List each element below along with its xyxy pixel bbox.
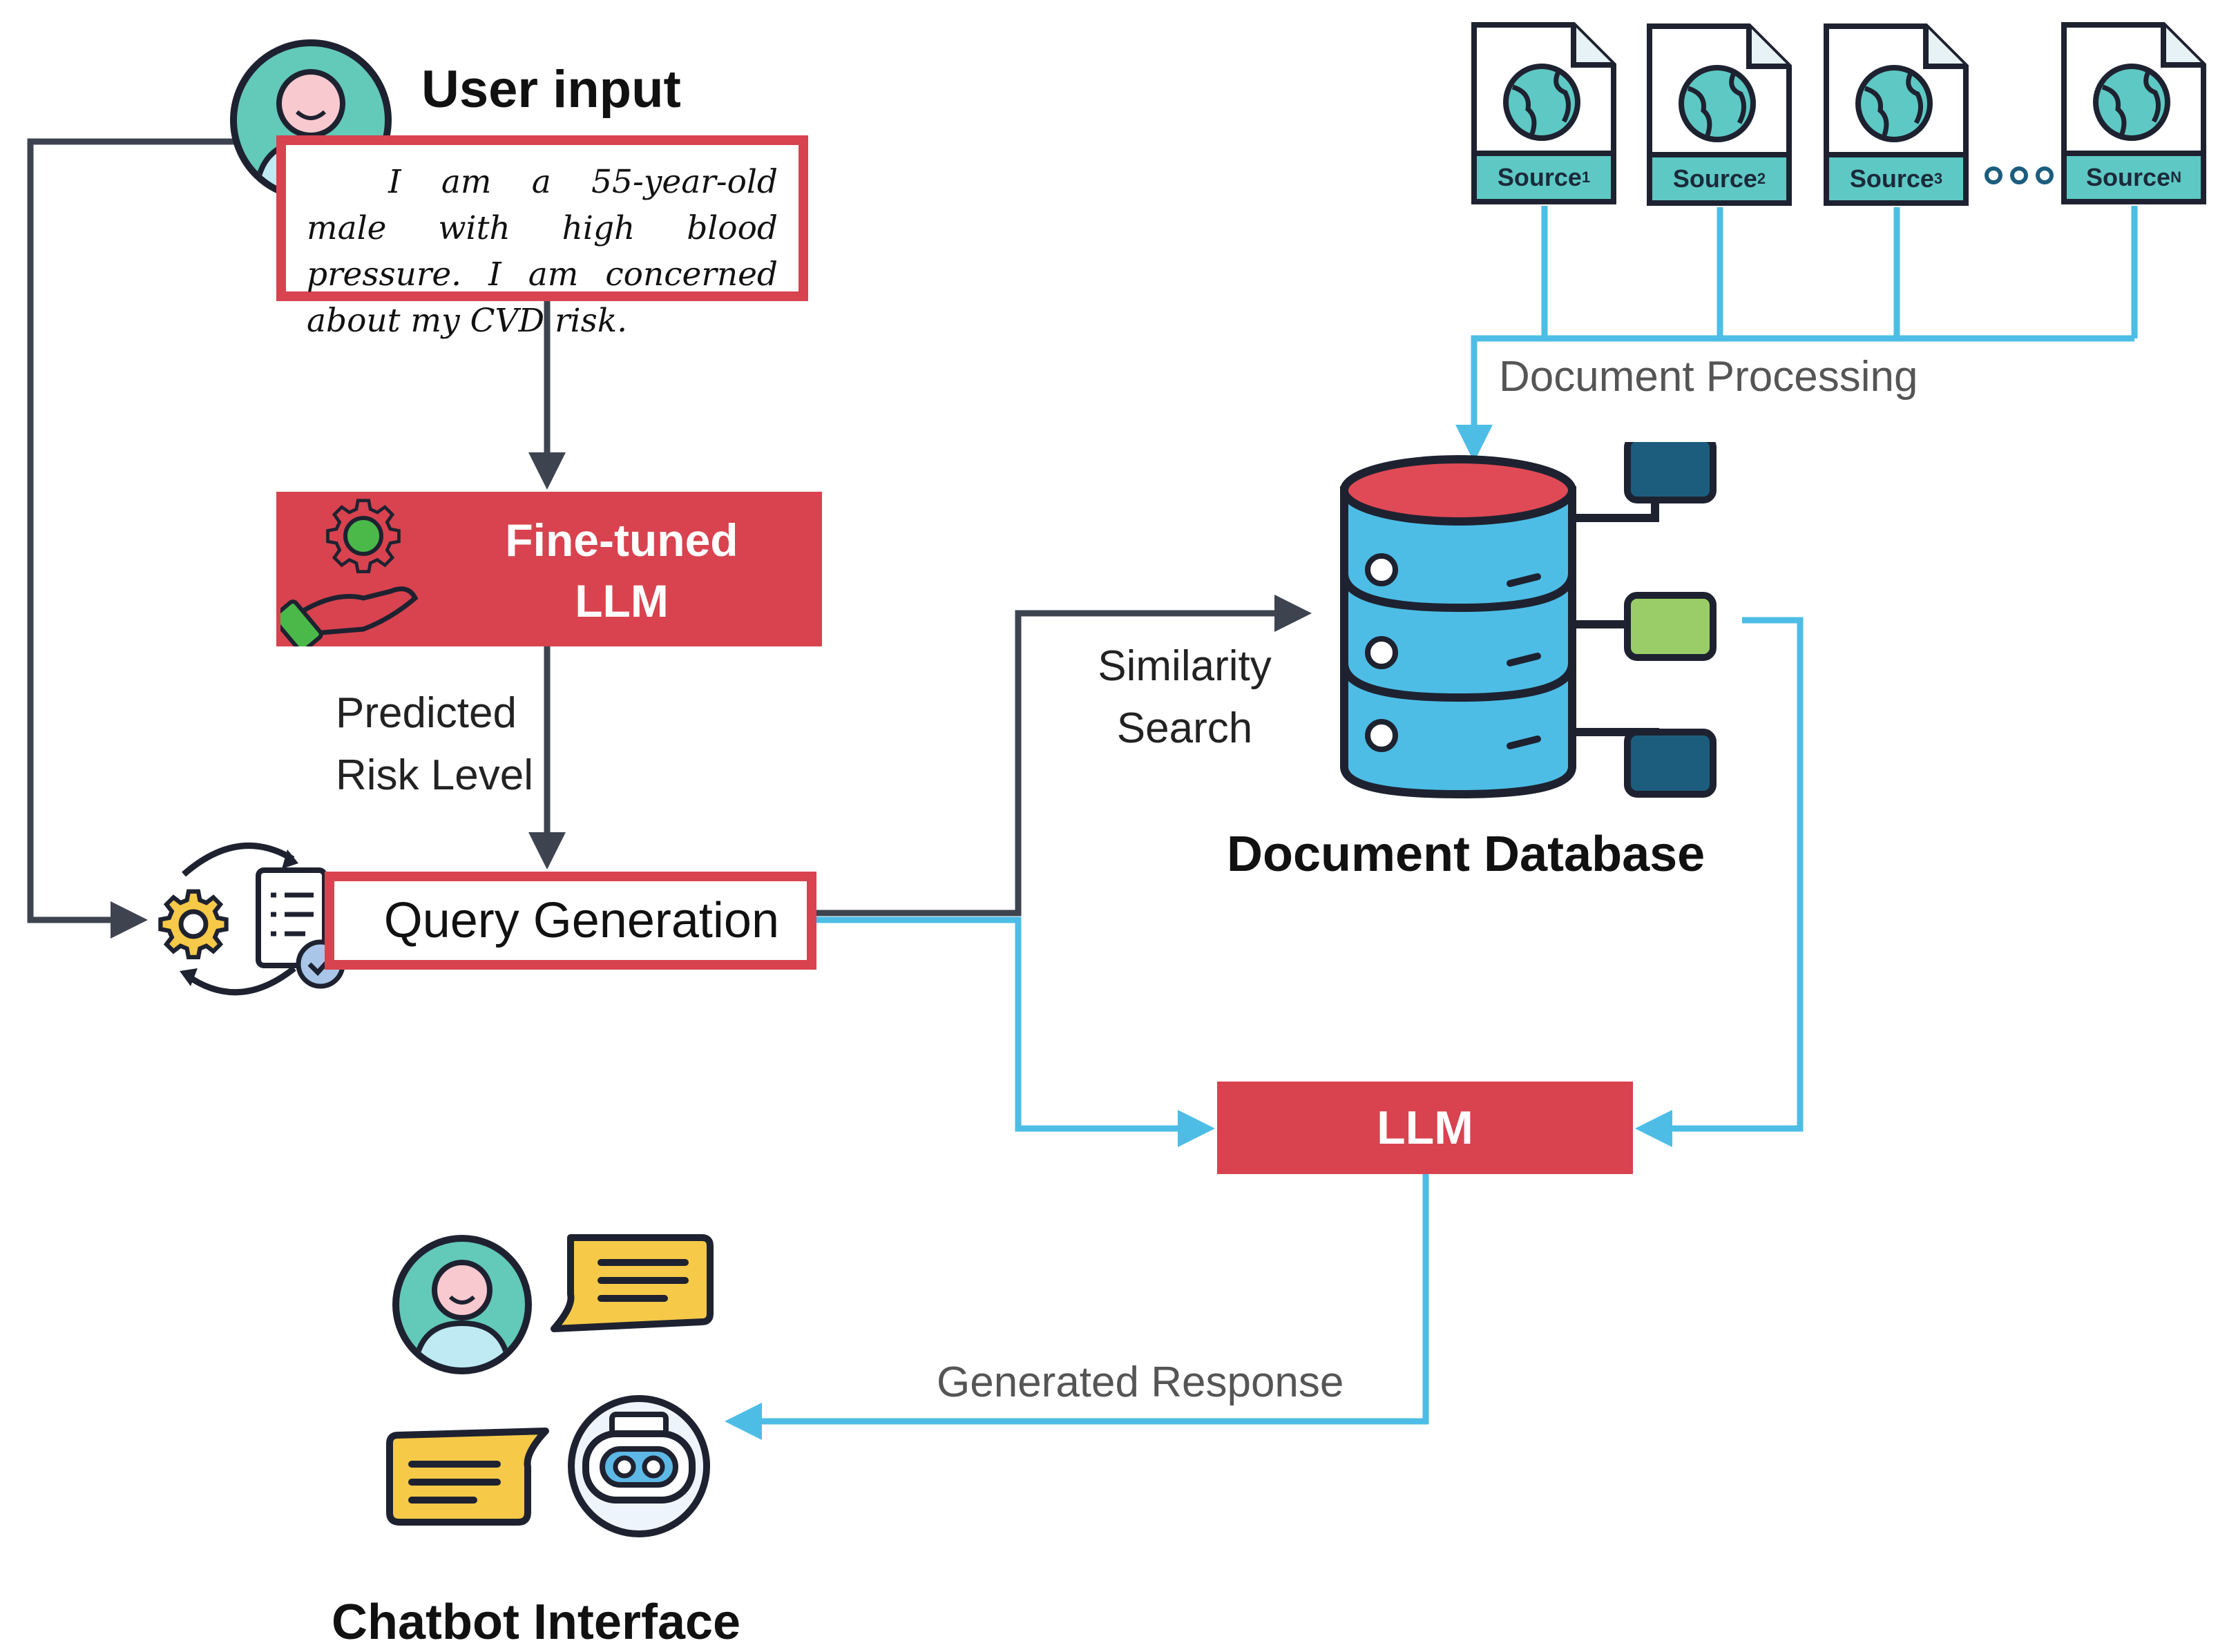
database-icon [1340, 442, 1717, 799]
finetuned-llm-line1: Fine-tuned [505, 515, 738, 566]
bot-chat-bubble-icon [386, 1428, 549, 1526]
web-document-icon [1647, 23, 1792, 206]
predicted-risk-line2: Risk Level [336, 751, 533, 799]
query-to-llm-arrow [816, 916, 1215, 1147]
document-database-label: Document Database [1227, 827, 1705, 882]
user-input-title: User input [421, 60, 681, 119]
predicted-risk-line1: Predicted [336, 689, 517, 737]
predicted-risk-label: Predicted Risk Level [336, 682, 533, 807]
user-input-box: I am a 55-year-old male with high blood … [276, 135, 808, 340]
ellipsis-icon [1985, 166, 2054, 184]
robot-icon [568, 1395, 710, 1537]
finetuned-llm-label: Fine-tuned LLM [428, 510, 815, 631]
chatbot-interface-label: Chatbot Interface [332, 1595, 741, 1650]
llm-to-chatbot-arrow [725, 1174, 1429, 1440]
user-to-query-arrow [27, 138, 235, 939]
user-chat-bubble-icon [551, 1234, 714, 1332]
query-generation-box: Query Generation [325, 872, 816, 970]
gear-hand-icon [280, 499, 419, 646]
document-processing-label: Document Processing [1499, 353, 1918, 401]
finetuned-llm-block: Fine-tuned LLM [276, 492, 822, 646]
query-to-database-arrow [816, 595, 1312, 916]
web-document-icon [1824, 23, 1969, 206]
llm-block: LLM [1217, 1082, 1633, 1174]
database-to-llm-arrow [1635, 617, 1804, 1147]
chat-user-avatar-icon [392, 1235, 532, 1374]
similarity-search-label: Similarity Search [1084, 635, 1285, 760]
settings-document-icon [158, 843, 345, 996]
similarity-search-line2: Search [1116, 704, 1253, 752]
similarity-search-line1: Similarity [1098, 642, 1272, 690]
user-input-text: I am a 55-year-old male with high blood … [307, 163, 778, 340]
finetuned-llm-line2: LLM [575, 575, 669, 626]
sources-to-database-lines [1455, 206, 2138, 462]
web-document-icon [2061, 22, 2206, 204]
web-document-icon [1471, 22, 1616, 204]
query-generation-label: Query Generation [383, 893, 779, 948]
generated-response-label: Generated Response [937, 1358, 1344, 1406]
llm-label: LLM [1377, 1102, 1473, 1154]
